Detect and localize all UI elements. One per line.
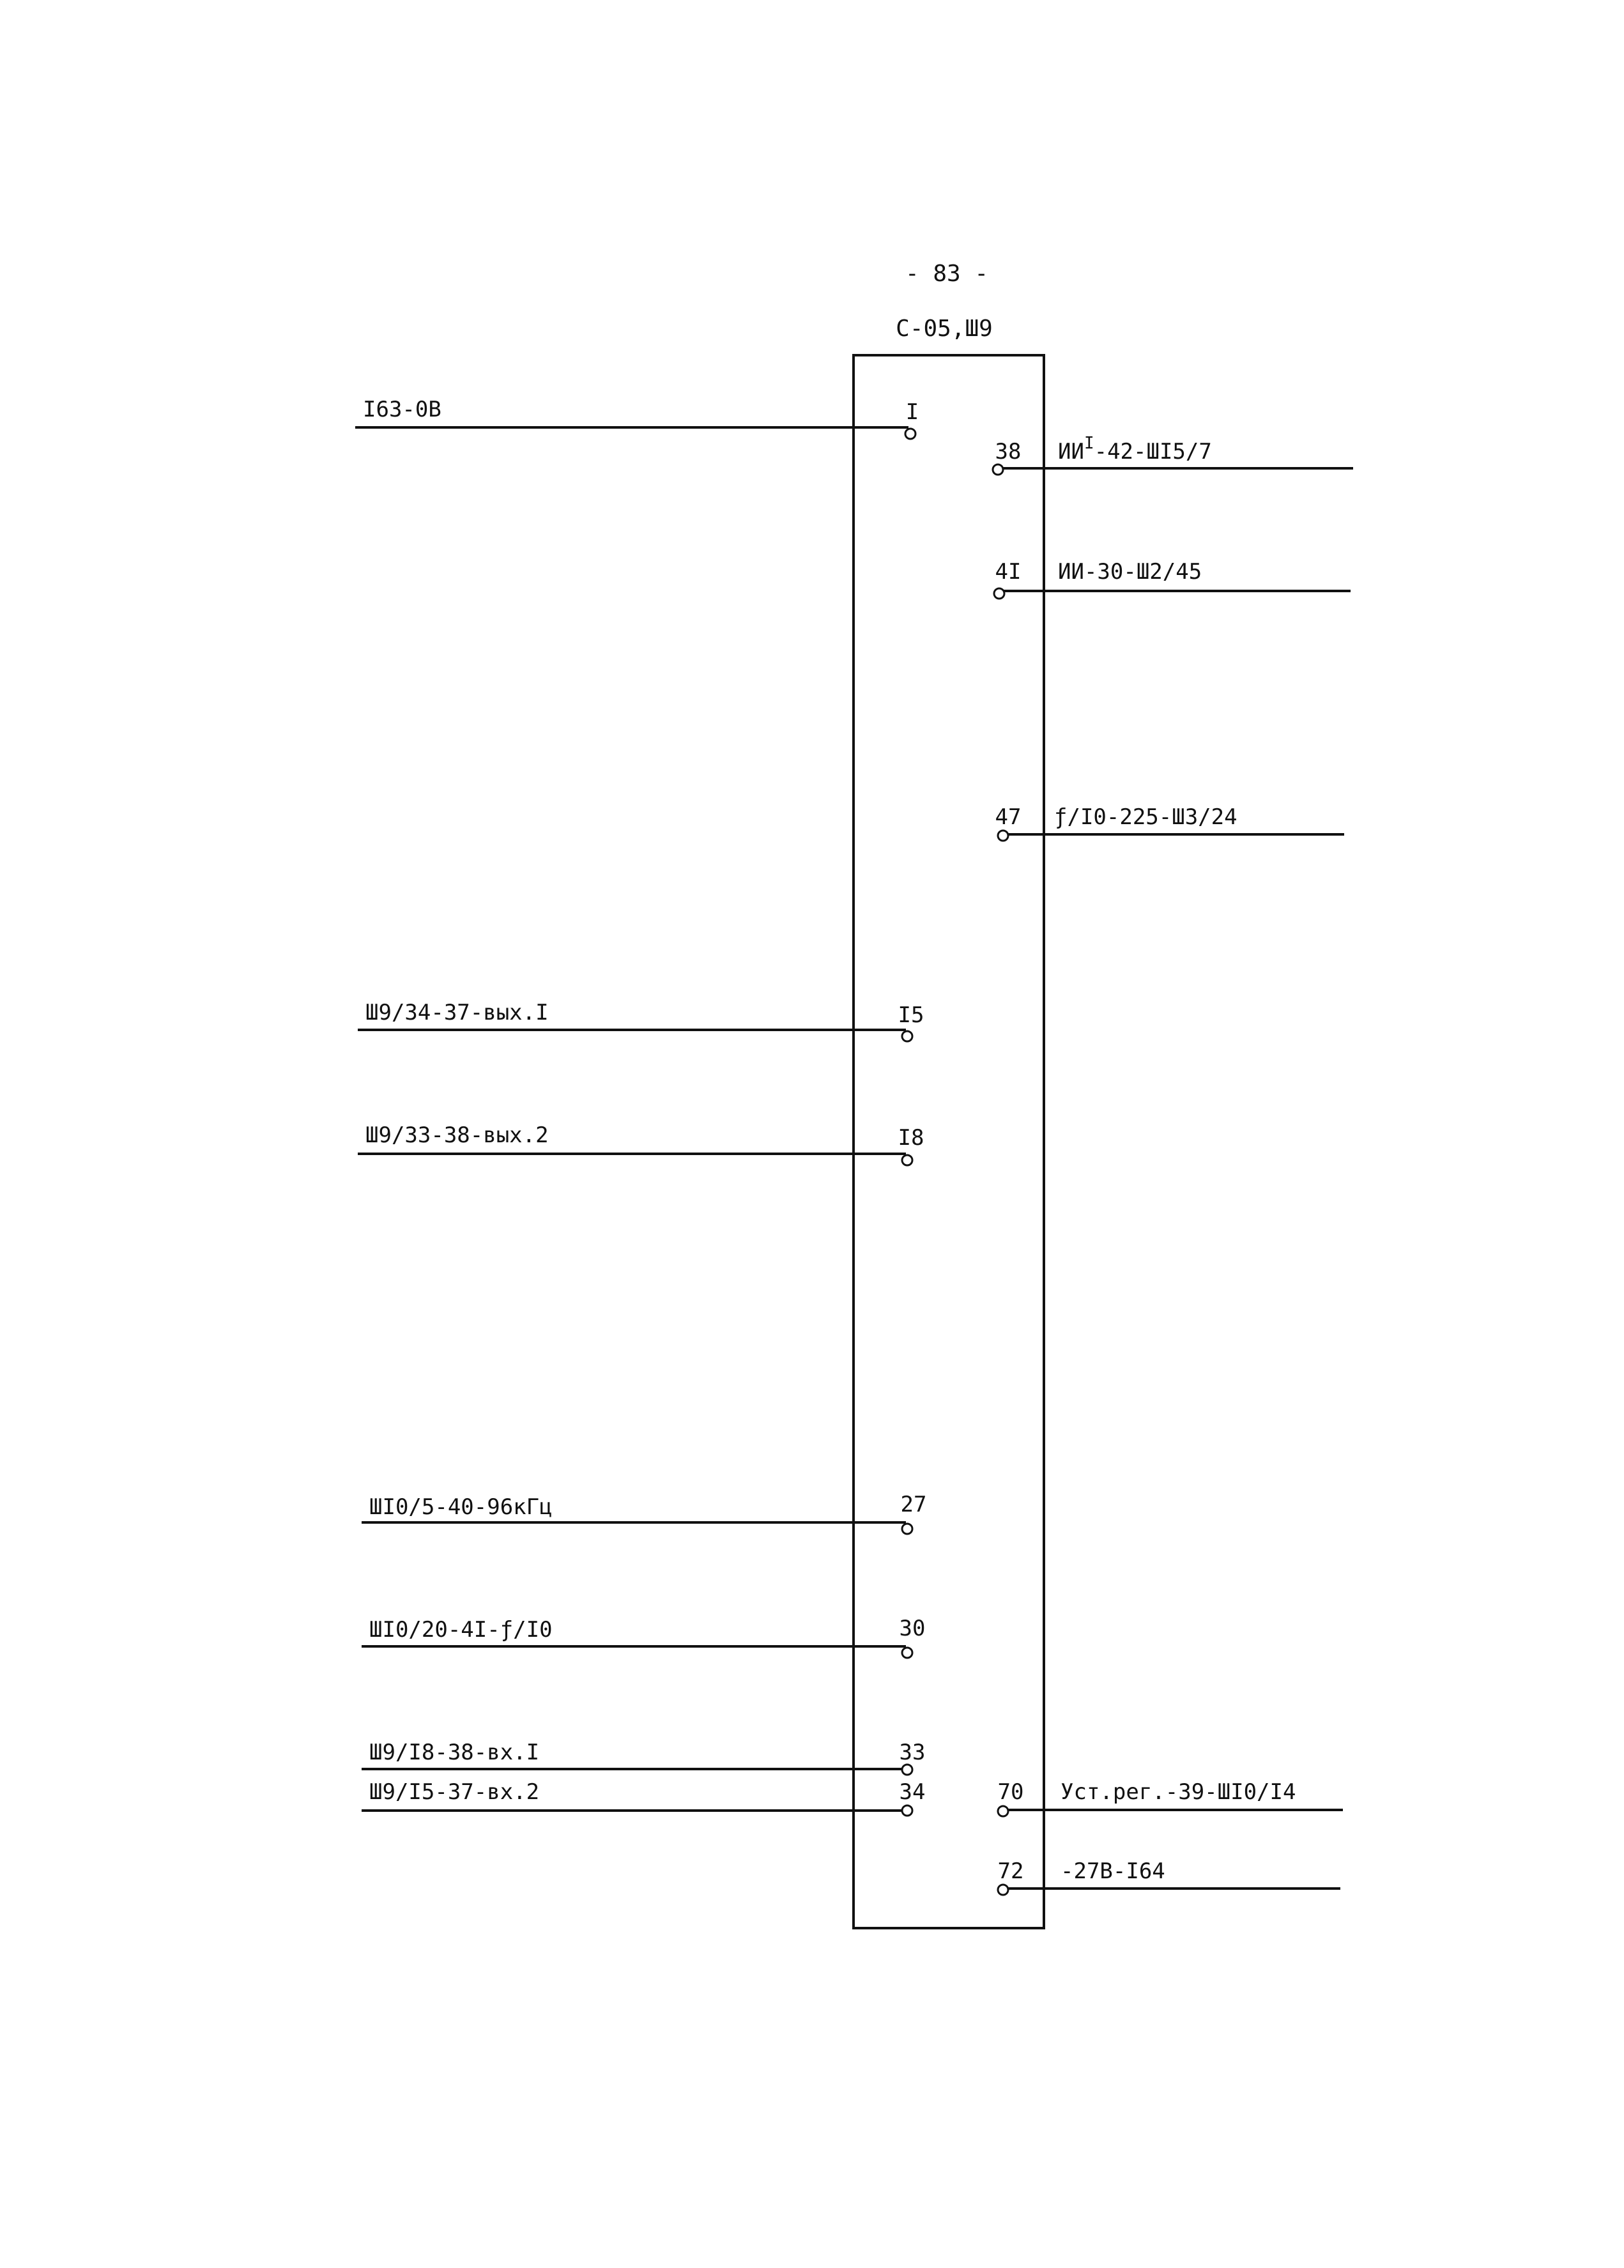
signal-label: Уст.рег.-39-ШI0/I4 [1061,1779,1296,1805]
left-pin-33: 33 Ш9/I8-38-вх.I [362,1740,926,1776]
pin-number: 33 [900,1740,926,1765]
right-pin-47: 47 ƒ/I0-225-Ш3/24 [995,804,1344,842]
left-pin-34: 34 Ш9/I5-37-вх.2 [362,1779,926,1817]
right-pin-72: 72 -27В-I64 [997,1858,1340,1896]
signal-label: -27В-I64 [1061,1858,1165,1884]
pin-number: 47 [995,804,1022,830]
left-pin-18: I8 Ш9/33-38-вых.2 [358,1123,924,1167]
left-pin-1: I I63-0В [355,397,919,440]
left-pin-15: I5 Ш9/34-37-вых.I [358,1000,924,1043]
pin-number: 70 [998,1779,1024,1805]
right-pin-41: 4I ИИ-30-Ш2/45 [993,559,1351,600]
pin-number: 72 [998,1858,1024,1884]
connector-title: С-05,Ш9 [896,316,993,342]
left-pin-27: 27 ШI0/5-40-96кГц [362,1492,927,1535]
signal-label: ШI0/5-40-96кГц [369,1494,553,1520]
signal-label: Ш9/I5-37-вх.2 [369,1779,539,1805]
signal-label: ƒ/I0-225-Ш3/24 [1054,804,1237,830]
left-pin-30: 30 ШI0/20-4I-ƒ/I0 [362,1616,926,1659]
signal-label: Ш9/33-38-вых.2 [365,1123,549,1148]
pin-number: 4I [995,559,1022,585]
signal-label: I63-0В [363,397,441,422]
pin-number: 34 [900,1779,926,1805]
signal-label: Ш9/34-37-вых.I [365,1000,549,1025]
signal-label: ШI0/20-4I-ƒ/I0 [369,1617,553,1643]
pin-number: 30 [900,1616,926,1641]
right-pin-38: 38 ИИI-42-ШI5/7 [992,434,1353,476]
pin-number: 38 [995,439,1022,464]
pin-number: I8 [898,1125,924,1151]
pin-number: I5 [898,1002,924,1028]
page-number: - 83 - [905,261,988,287]
right-pin-70: 70 Уст.рег.-39-ШI0/I4 [997,1779,1343,1818]
pin-number: I [906,399,919,425]
pin-number: 27 [901,1492,927,1517]
connector-body [852,354,1045,1929]
signal-label: Ш9/I8-38-вх.I [369,1740,539,1765]
signal-label: ИИI-42-ШI5/7 [1058,434,1212,464]
signal-label: ИИ-30-Ш2/45 [1058,559,1202,585]
